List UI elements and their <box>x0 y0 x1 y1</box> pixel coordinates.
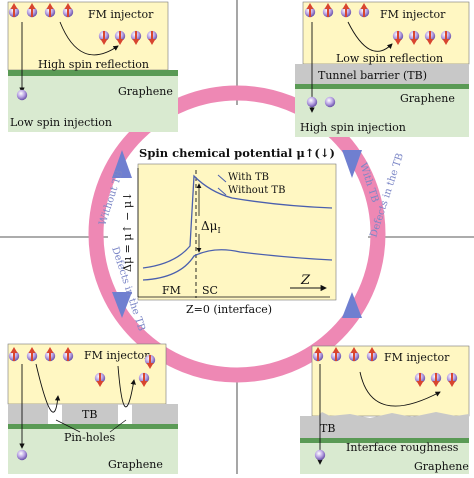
pinhole-pointer-left <box>55 419 81 433</box>
spin-down-arrow <box>148 31 156 45</box>
pinhole-path-left <box>35 363 61 413</box>
spin-down-arrow <box>96 373 104 387</box>
spin-down-arrow <box>426 31 434 45</box>
legend-without-tb: Without TB <box>228 185 285 196</box>
spin-down-arrow <box>394 31 402 45</box>
barrier-segment-center <box>62 404 118 424</box>
spin-up-arrow <box>28 3 36 17</box>
roughness-label: Interface roughness <box>346 441 459 454</box>
graphene-layer <box>8 429 178 474</box>
graphene-bar <box>300 438 469 443</box>
ring-arrow-lower-left <box>112 292 132 318</box>
pinhole-pointer-right <box>109 419 127 433</box>
graphene-label: Graphene <box>118 85 173 98</box>
pink-ring <box>88 85 386 383</box>
interface-label: Z=0 (interface) <box>186 303 272 316</box>
fm-injector-label: FM injector <box>84 349 150 362</box>
spin-up-arrow <box>350 347 358 361</box>
spin-up-arrow <box>64 3 72 17</box>
roughness-path <box>359 371 441 407</box>
injection-label: Low spin injection <box>10 116 112 129</box>
reflection-label: Low spin reflection <box>336 52 443 65</box>
spin-electron <box>16 89 28 101</box>
graphene-layer <box>300 443 469 474</box>
spin-up-arrow <box>28 347 36 361</box>
spin-down-arrow <box>140 373 148 387</box>
graphene-label: Graphene <box>108 458 163 471</box>
fm-injector-label: FM injector <box>88 8 154 21</box>
spin-down-arrow <box>442 31 450 45</box>
plot-area <box>137 163 337 301</box>
spin-down-arrow <box>448 373 456 387</box>
fm-injector-label: FM injector <box>384 351 450 364</box>
tunnel-barrier-label: Tunnel barrier (TB) <box>318 69 427 82</box>
injection-label: High spin injection <box>300 121 406 134</box>
spin-up-arrow <box>306 3 314 17</box>
spin-up-arrow <box>46 347 54 361</box>
barrier-segment-left <box>8 404 48 424</box>
delta-mu-label: ΔμI <box>201 219 221 235</box>
spin-up-arrow <box>64 347 72 361</box>
tunnel-barrier-layer <box>295 64 469 84</box>
spin-electron <box>324 96 336 108</box>
legend-line-without-tb <box>217 187 227 196</box>
spin-down-arrow <box>432 373 440 387</box>
spin-up-arrow <box>46 3 54 17</box>
spin-down-arrow <box>132 31 140 45</box>
region-fm-label: FM <box>162 284 181 297</box>
spin-up-arrow <box>314 347 322 361</box>
spin-up-arrow <box>360 3 368 17</box>
spin-down-arrow <box>116 31 124 45</box>
spin-up-arrow <box>368 347 376 361</box>
graphene-bar <box>8 424 178 429</box>
tb-label: TB <box>82 408 97 421</box>
spin-up-arrow <box>324 3 332 17</box>
spin-down-arrow <box>100 31 108 45</box>
graphene-bar <box>295 84 469 89</box>
reflection-path-arrow <box>347 21 393 52</box>
fm-injector-label: FM injector <box>380 8 446 21</box>
graphene-label: Graphene <box>414 460 469 473</box>
spin-down-arrow <box>410 31 418 45</box>
region-sc-label: SC <box>202 284 218 297</box>
reflection-path-arrow <box>59 21 119 56</box>
tb-label: TB <box>320 422 335 435</box>
center-plot-title: Spin chemical potential μ↑(↓) <box>139 146 335 160</box>
graphene-label: Graphene <box>400 92 455 105</box>
spin-down-arrow <box>416 373 424 387</box>
spin-electron <box>16 449 28 461</box>
x-axis-label: Z <box>300 273 311 288</box>
curve-with-tb <box>142 174 333 269</box>
spin-electrons <box>8 3 458 461</box>
panel-top-right: FM injector Low spin reflection Tunnel b… <box>295 1 470 137</box>
legend-with-tb: With TB <box>228 172 269 183</box>
spin-up-arrow <box>342 3 350 17</box>
curve-without-tb <box>142 249 333 281</box>
spin-up-arrow <box>332 347 340 361</box>
graphene-layer <box>295 89 469 137</box>
barrier-segment-right <box>132 404 178 424</box>
center-plot: Spin chemical potential μ↑(↓) With TB Wi… <box>121 146 337 316</box>
reflection-label: High spin reflection <box>38 58 149 71</box>
graphene-layer <box>8 76 178 132</box>
spin-electron <box>306 96 318 108</box>
legend-line-with-tb <box>217 174 227 183</box>
panel-top-left: FM injector High spin reflection Graphen… <box>7 1 178 132</box>
spin-up-arrow <box>10 3 18 17</box>
ring-arrow-upper-left <box>112 150 132 178</box>
graphene-bar <box>8 70 178 76</box>
ring-arrow-upper-right <box>342 150 362 178</box>
y-axis-label: Δμ = μ↑ − μ↓ <box>121 192 134 272</box>
ring-arrow-lower-right <box>342 292 362 318</box>
pinholes-label: Pin-holes <box>64 431 115 444</box>
pinhole-path-right <box>117 365 136 408</box>
spin-down-arrow <box>146 355 154 369</box>
rough-barrier-layer <box>300 412 469 438</box>
panel-bottom-right: FM injector TB Interface roughness Graph… <box>300 345 470 474</box>
spin-electron <box>314 449 326 461</box>
spin-up-arrow <box>10 347 18 361</box>
